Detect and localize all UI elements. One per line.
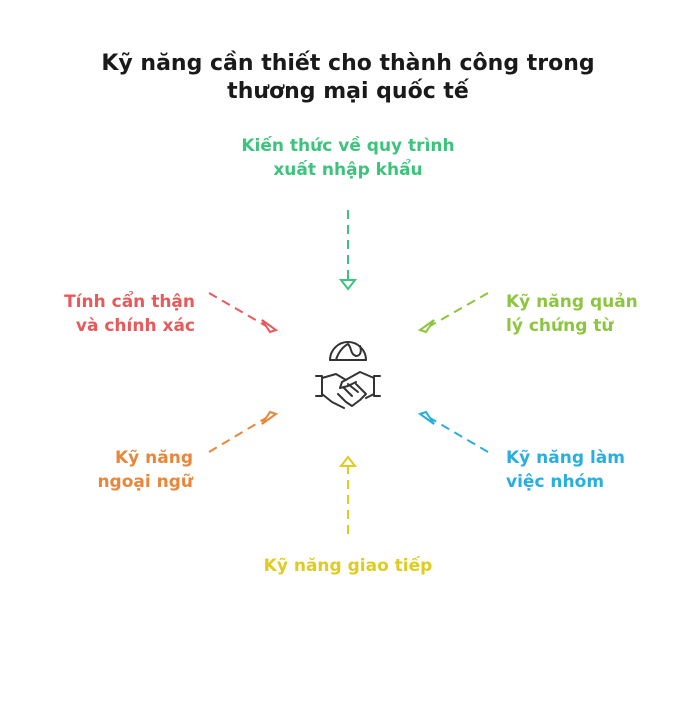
skill-label-carefulness: Tính cẩn thận và chính xác — [20, 290, 195, 338]
skill-label-line: Tính cẩn thận — [64, 292, 195, 312]
diagram-title: Kỹ năng cần thiết cho thành công trong t… — [48, 50, 648, 106]
arrow-right — [417, 292, 489, 334]
title-line-2: thương mại quốc tế — [227, 79, 469, 104]
skill-label-line: Kiến thức về quy trình — [241, 136, 455, 156]
arrow-left — [208, 292, 279, 334]
title-line-1: Kỹ năng cần thiết cho thành công trong — [101, 51, 595, 76]
arrow-bottom-left — [208, 410, 279, 453]
skill-label-document-management: Kỹ năng quản lý chứng từ — [506, 290, 686, 338]
skill-label-line: và chính xác — [75, 316, 195, 336]
arrow-bottom — [338, 455, 358, 534]
handshake-globe-icon — [315, 341, 381, 409]
skill-label-line: việc nhóm — [506, 472, 605, 492]
skill-label-line: Kỹ năng làm — [506, 448, 625, 468]
skill-label-foreign-language: Kỹ năng ngoại ngữ — [30, 446, 193, 494]
skill-label-line: Kỹ năng giao tiếp — [263, 556, 433, 576]
skill-label-communication: Kỹ năng giao tiếp — [198, 554, 498, 578]
arrow-bottom-right — [417, 410, 489, 453]
skill-label-line: Kỹ năng quản — [506, 292, 638, 312]
skill-label-line: lý chứng từ — [506, 316, 614, 336]
skill-label-teamwork: Kỹ năng làm việc nhóm — [506, 446, 686, 494]
skill-label-line: xuất nhập khẩu — [273, 160, 423, 180]
skill-label-line: ngoại ngữ — [97, 472, 193, 492]
skill-label-line: Kỹ năng — [114, 448, 193, 468]
arrow-top — [338, 210, 358, 291]
skill-label-process-knowledge: Kiến thức về quy trình xuất nhập khẩu — [198, 134, 498, 182]
